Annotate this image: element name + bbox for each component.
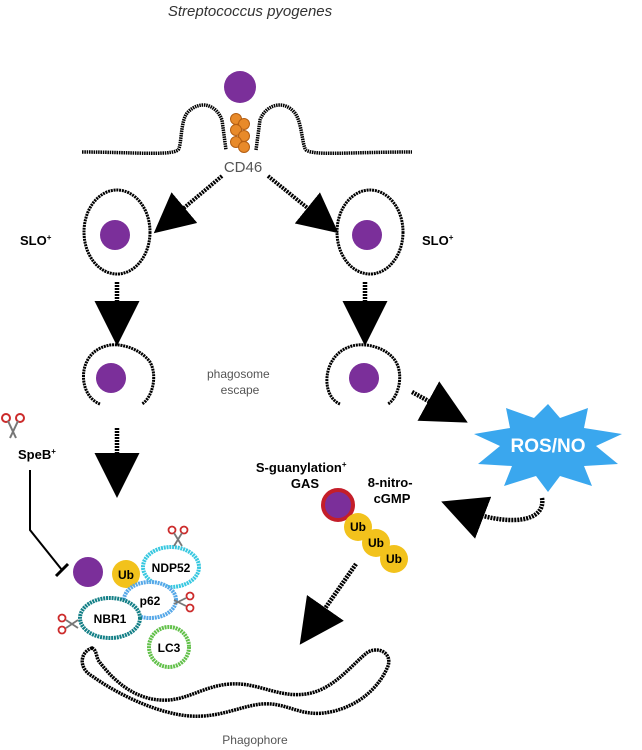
s-guanylation-label: S-guanylation+ GAS — [256, 455, 350, 491]
diagram-title: Streptococcus pyogenes — [168, 3, 333, 20]
ub-icon — [112, 560, 140, 588]
slo-left-label: SLO+ — [20, 233, 52, 248]
ub-label: Ub — [118, 568, 134, 582]
bacterium-guanylated — [321, 488, 355, 522]
scissors-p62-icon — [173, 591, 195, 613]
phagosome-closed-left — [82, 188, 152, 276]
ub-chain-1-icon — [344, 513, 372, 541]
lc3-label: LC3 — [158, 641, 181, 655]
arrow-gas-to-phagophore — [299, 562, 358, 645]
ub-chain-3-icon — [380, 545, 408, 573]
scissors-speb-icon — [1, 413, 25, 439]
phagosome-closed-right — [335, 188, 405, 276]
bacterium-left-1 — [100, 220, 130, 250]
ndp52-label: NDP52 — [152, 561, 191, 575]
cd46-receptor-icon — [230, 113, 250, 153]
phagophore-membrane — [80, 646, 391, 718]
bacterium-left-3 — [73, 557, 103, 587]
speb-label: SpeB+ — [18, 447, 56, 462]
nbr1-icon — [78, 596, 142, 640]
bacterium-left-2 — [96, 363, 126, 393]
scissors-ndp52-icon — [167, 525, 189, 547]
slo-right-label: SLO+ — [422, 233, 454, 248]
ub-chain-3-label: Ub — [386, 552, 402, 566]
bacterium-top — [224, 71, 256, 103]
arrow-cd46-right — [266, 174, 339, 234]
lc3-icon — [147, 625, 191, 669]
ub-chain-2-label: Ub — [368, 536, 384, 550]
scissors-nbr1-icon — [57, 613, 79, 635]
arrow-ros-to-gas — [441, 496, 545, 539]
nbr1-label: NBR1 — [94, 612, 127, 626]
phagophore-label: Phagophore — [222, 733, 288, 747]
phagosome-escape-label: phagosome escape — [207, 367, 273, 397]
phagosome-open-right — [325, 343, 402, 406]
ub-chain-2-icon — [362, 529, 390, 557]
phagosome-open-left — [82, 343, 156, 406]
arrow-to-ros — [410, 381, 468, 423]
ros-no-label: ROS/NO — [511, 436, 586, 457]
p62-label: p62 — [140, 594, 161, 608]
speb-inhibition-bar — [54, 562, 70, 578]
bacterium-right-2 — [349, 363, 379, 393]
bacterium-right-1 — [352, 220, 382, 250]
cell-membrane — [81, 103, 413, 156]
speb-inhibition-line — [29, 470, 63, 571]
ub-chain-1-label: Ub — [350, 520, 366, 534]
ros-no-starburst-icon — [474, 404, 622, 492]
cd46-label: CD46 — [224, 159, 262, 176]
arrow-cd46-left — [153, 174, 224, 234]
nitro-cgmp-label: 8-nitro- cGMP — [368, 475, 416, 506]
